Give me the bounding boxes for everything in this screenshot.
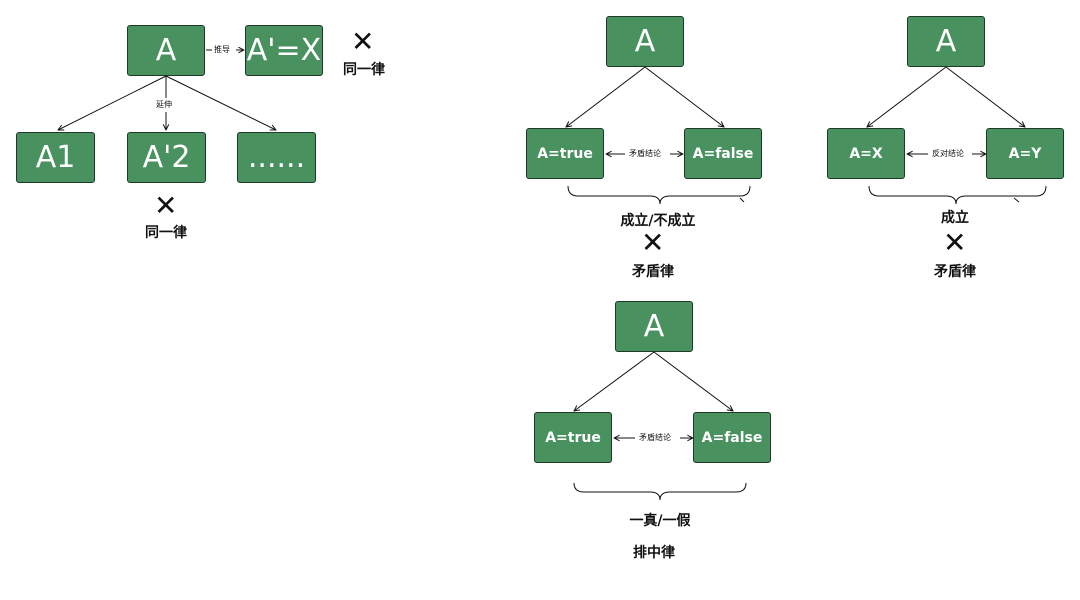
verdict-identity-top: 同一律 [343,62,385,78]
node-d4-root: A [615,301,693,352]
node-root-a: A [127,25,205,76]
cross-mark-icon: ✕ [351,25,375,58]
brace-d3-tick [1013,197,1020,203]
derive-label: 推导 [213,45,231,55]
brace-label-d3: 成立 [941,210,969,226]
verdict-d2: 矛盾律 [632,264,674,280]
brace-d3 [868,185,1047,205]
node-child-a-prime-2: A'2 [127,132,206,183]
node-d2-root: A [606,16,684,67]
edge-d2-right [644,66,724,127]
brace-d4 [573,482,747,501]
node-d2-true: A=true [526,128,604,179]
edge-d3-right [945,66,1025,127]
edge-d4-left [574,351,655,411]
brace-d2 [567,185,751,205]
node-child-ellipsis: ...... [237,132,316,183]
node-d3-y: A=Y [986,128,1064,179]
node-d3-root: A [907,16,985,67]
relation-label-d4: 矛盾结论 [638,433,672,443]
cross-mark-icon: ✕ [641,226,665,259]
brace-d2-tick [739,197,745,203]
verdict-d3: 矛盾律 [934,264,976,280]
edge-d2-left [566,66,646,127]
edge-root-a1 [58,75,167,130]
edge-root-ellipsis [165,75,276,130]
extend-label: 延伸 [155,100,173,110]
edge-d3-left [867,66,947,127]
node-d4-false: A=false [693,412,771,463]
node-d4-true: A=true [534,412,612,463]
node-derived-a-prime-x: A'=X [245,25,323,76]
brace-label-d2: 成立/不成立 [620,213,696,229]
node-d3-x: A=X [827,128,905,179]
node-child-a1: A1 [16,132,95,183]
relation-label-d3: 反对结论 [931,149,965,159]
verdict-identity-bottom: 同一律 [145,225,187,241]
relation-label-d2: 矛盾结论 [628,149,662,159]
verdict-d4: 排中律 [633,545,675,561]
node-d2-false: A=false [684,128,762,179]
cross-mark-icon: ✕ [943,226,967,259]
brace-label-d4: 一真/一假 [629,513,691,529]
cross-mark-icon: ✕ [154,189,178,222]
edge-d4-right [653,351,733,411]
